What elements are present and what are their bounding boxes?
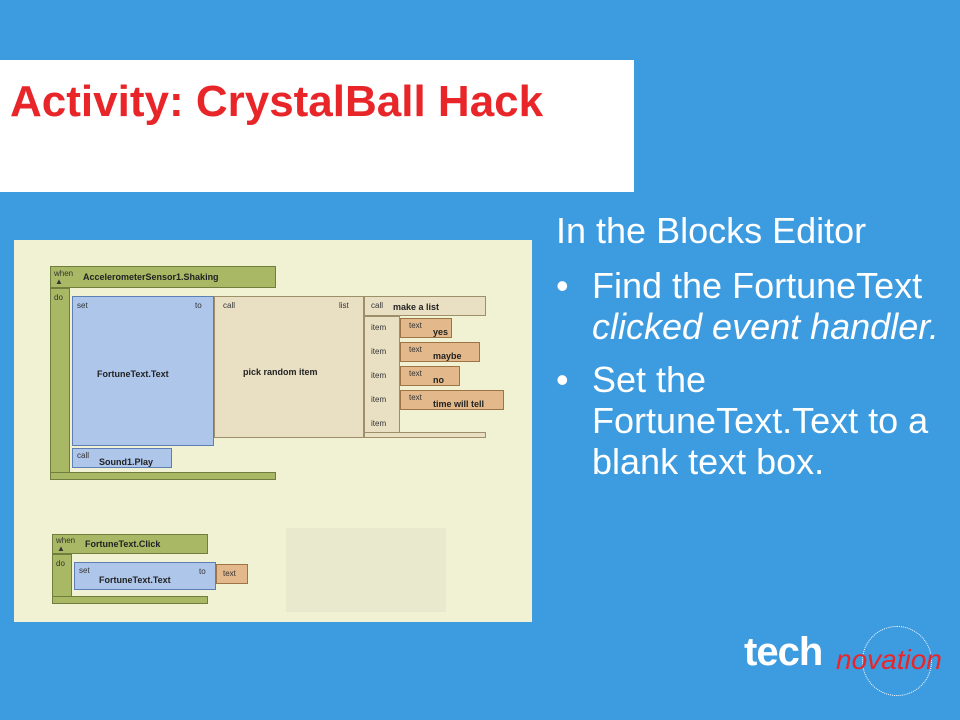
- text-item-time-will-tell: text time will tell: [400, 390, 504, 410]
- blank-text-label: text: [223, 569, 236, 578]
- text-label-1: text: [409, 321, 422, 330]
- bullet-find-handler: Find the FortuneText clicked event handl…: [556, 265, 946, 347]
- slide-title: Activity: CrystalBall Hack: [10, 77, 544, 126]
- call-label: call: [223, 301, 236, 310]
- click-set-block: set to FortuneText.Text: [74, 562, 216, 590]
- text-label-4: text: [409, 393, 422, 402]
- make-list-call-label: call: [371, 301, 384, 310]
- intro-line: In the Blocks Editor: [556, 210, 867, 251]
- set-label: set: [77, 301, 88, 310]
- click-set-label: set: [79, 566, 90, 575]
- item-label-5: item: [371, 419, 387, 428]
- click-when-label: when: [56, 536, 76, 545]
- item-label-2: item: [371, 347, 387, 356]
- click-to-label: to: [199, 567, 206, 576]
- instructions: In the Blocks Editor Find the FortuneTex…: [556, 210, 946, 494]
- make-list-name: make a list: [393, 302, 440, 312]
- text-item-no: text no: [400, 366, 460, 386]
- sound-call-label: call: [77, 451, 90, 460]
- make-list-rail: item item item item item: [364, 316, 400, 436]
- text-item-yes: text yes: [400, 318, 452, 338]
- shaking-event-name: AccelerometerSensor1.Shaking: [83, 272, 219, 282]
- bullet-find-text: Find the FortuneText: [592, 265, 923, 306]
- set-fortune-block: set to FortuneText.Text: [72, 296, 214, 446]
- bullet-find-emphasis: clicked event handler.: [592, 306, 939, 347]
- logo-tech-text: tech: [744, 630, 823, 674]
- click-do-label: do: [56, 559, 65, 568]
- click-event-block: when ▲ FortuneText.Click: [52, 534, 208, 554]
- when-label: when: [54, 269, 74, 278]
- text-item-yes-value: yes: [433, 327, 449, 337]
- blank-text-block: text: [216, 564, 248, 584]
- triangle-icon: ▲: [55, 277, 63, 286]
- click-set-target: FortuneText.Text: [99, 575, 171, 585]
- title-box: Activity: CrystalBall Hack: [0, 60, 634, 192]
- make-list-footer: [364, 432, 486, 438]
- shaking-footer: [50, 472, 276, 480]
- item-label-1: item: [371, 323, 387, 332]
- faint-region: [286, 528, 446, 612]
- click-do-rail: do: [52, 554, 72, 600]
- text-label-3: text: [409, 369, 422, 378]
- to-label: to: [195, 301, 202, 310]
- list-label: list: [339, 301, 349, 310]
- item-label-4: item: [371, 395, 387, 404]
- logo-novation-text: novation: [836, 644, 942, 675]
- set-fortune-target: FortuneText.Text: [97, 369, 169, 379]
- make-list-block: call make a list: [364, 296, 486, 316]
- instruction-list: Find the FortuneText clicked event handl…: [556, 265, 946, 482]
- do-label: do: [54, 293, 63, 302]
- item-label-3: item: [371, 371, 387, 380]
- pick-random-name: pick random item: [243, 367, 318, 377]
- blocks-editor-screenshot: when ▲ AccelerometerSensor1.Shaking do s…: [14, 240, 532, 622]
- logo-ring: [862, 626, 932, 696]
- bullet-set-text: Set the FortuneText.Text to a blank text…: [556, 359, 946, 482]
- sound-play-name: Sound1.Play: [99, 457, 154, 467]
- click-triangle-icon: ▲: [57, 544, 65, 553]
- shaking-do-rail: do: [50, 288, 70, 480]
- text-item-maybe-value: maybe: [433, 351, 462, 361]
- text-label-2: text: [409, 345, 422, 354]
- click-footer: [52, 596, 208, 604]
- text-item-time-will-tell-value: time will tell: [433, 399, 485, 409]
- pick-random-block: call list pick random item: [214, 296, 364, 438]
- text-item-maybe: text maybe: [400, 342, 480, 362]
- shaking-event-block: when ▲ AccelerometerSensor1.Shaking: [50, 266, 276, 288]
- sound-play-block: call Sound1.Play: [72, 448, 172, 468]
- click-event-name: FortuneText.Click: [85, 539, 161, 549]
- technovation-logo: tech novation: [744, 626, 950, 696]
- text-item-no-value: no: [433, 375, 444, 385]
